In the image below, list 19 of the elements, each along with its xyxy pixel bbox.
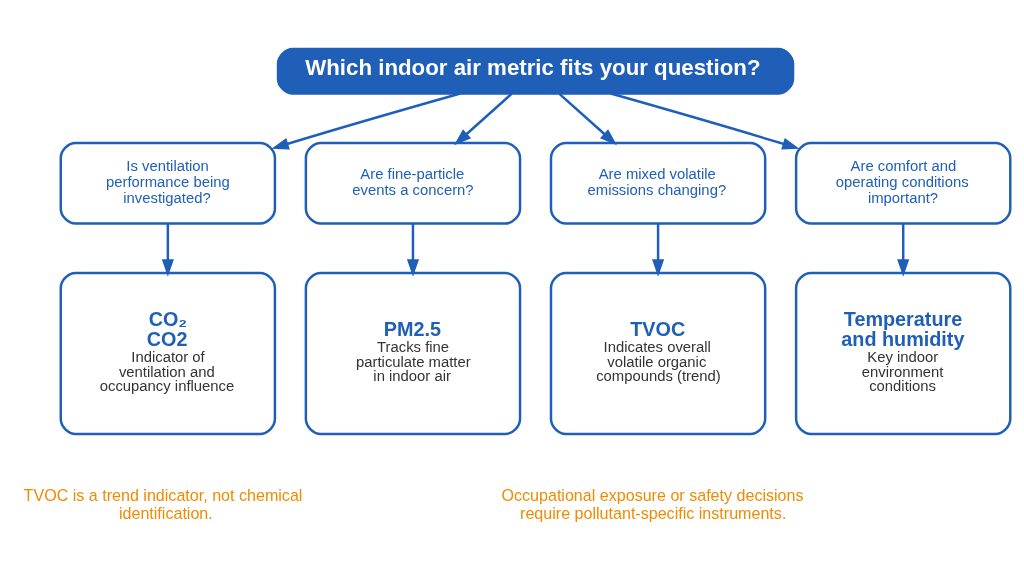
node-box: Temperature and humidity Key indoor environment conditions bbox=[794, 271, 1012, 435]
label: Occupational exposure or safety decisions require pollutant-specific instruments. bbox=[501, 485, 804, 522]
node-box: Is ventilation performance being investigated? bbox=[59, 141, 277, 225]
node-box: Which indoor air metric fits your question? bbox=[276, 47, 795, 95]
node-box: Are mixed volatile emissions changing? bbox=[549, 141, 767, 225]
arrow bbox=[897, 223, 910, 277]
node-box: TVOC Indicates overall volatile organic compounds (trend) bbox=[549, 271, 767, 435]
arrow bbox=[610, 91, 800, 150]
arrow bbox=[161, 223, 174, 277]
node-box: Are comfort and operating conditions important? bbox=[794, 141, 1012, 225]
arrow bbox=[271, 91, 461, 150]
node-box: CO₂ CO2 Indicator of ventilation and occupancy influence bbox=[59, 271, 277, 435]
node-box: PM2.5 Tracks fine particulate matter in indoor air bbox=[304, 271, 522, 435]
arrow bbox=[558, 92, 617, 145]
node-box: Are fine-particle events a concern? bbox=[304, 141, 522, 225]
arrow bbox=[406, 223, 420, 277]
label: TVOC is a trend indicator, not chemical identification. bbox=[23, 485, 303, 522]
arrow bbox=[652, 223, 665, 277]
arrow bbox=[454, 92, 513, 145]
